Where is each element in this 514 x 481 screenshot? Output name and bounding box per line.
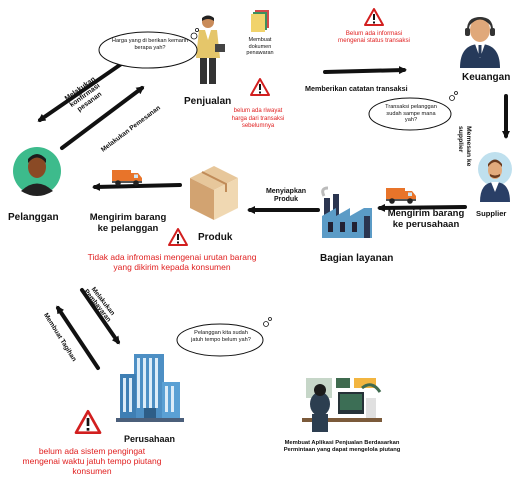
cloud-transaksi: Transaksi pelanggan sudah sampe mana yah… [385,104,437,124]
node-supplier: Supplier [476,209,507,218]
truck-icon [112,170,142,186]
warning-status: Belum ada informasi mengenai status tran… [338,30,410,45]
customer-avatar-icon [13,147,61,196]
warning-icon [74,410,102,434]
factory-icon [321,186,372,238]
warning-icon [168,228,188,246]
label-menyiapkan-produk: Menyiapkan Produk [265,188,307,204]
warning-icon [364,8,384,26]
label-mengirim-perusahaan: Mengirim barang ke perusahaan [387,208,465,230]
node-keuangan: Keuangan [462,72,511,83]
box-icon [190,166,238,220]
node-penjualan: Penjualan [184,96,232,107]
label-catatan-transaksi: Memberikan catatan transaksi [305,84,408,93]
cloud-jatuh-tempo: Pelanggan kita sudah jatuh tempo belum y… [191,330,251,343]
label-memesan-supplier: Memesan ke supplier [457,126,473,167]
thought-cloud-icon [98,27,200,69]
document-icon [251,10,269,32]
office-building-icon [116,354,184,422]
arrow-layanan [377,203,467,212]
salesman-icon [196,15,225,84]
finance-officer-icon [460,16,500,68]
warning-urutan: Tidak ada infromasi mengenai urutan bara… [87,252,257,272]
truck-icon [386,188,416,204]
note-solution: Membuat Aplikasi Penjualan Berdasarkan P… [283,440,401,454]
thought-cloud-icon [368,91,458,131]
warning-riwayat: belum ada riwayat harga dari transaksi s… [231,108,285,130]
arrow-pembayaran [80,288,120,345]
arrow-catatan [323,66,407,75]
note-membuat-dokumen: Membuat dokumen penawaran [246,37,274,56]
warning-icon [250,78,270,96]
arrow-pemesanan [60,86,145,150]
node-produk: Produk [198,232,233,243]
cloud-harga: Harga yang di berikan kemarin berapa yah… [111,38,189,51]
node-pelanggan: Pelanggan [8,212,59,223]
supplier-avatar-icon [478,152,512,202]
label-mengirim-pelanggan: Mengirim barang ke pelanggan [89,212,167,234]
thought-cloud-icon [176,317,272,357]
arrow-konfirmasi [37,56,132,122]
workspace-icon [302,374,382,434]
arrow-pelanggan [92,182,182,191]
node-perusahaan: Perusahaan [124,434,176,444]
arrow-tagihan [56,305,100,370]
warning-jatuh-tempo: belum ada sistem pengingat mengenai wakt… [22,446,162,476]
node-bagian-layanan: Bagian layanan [320,253,394,264]
